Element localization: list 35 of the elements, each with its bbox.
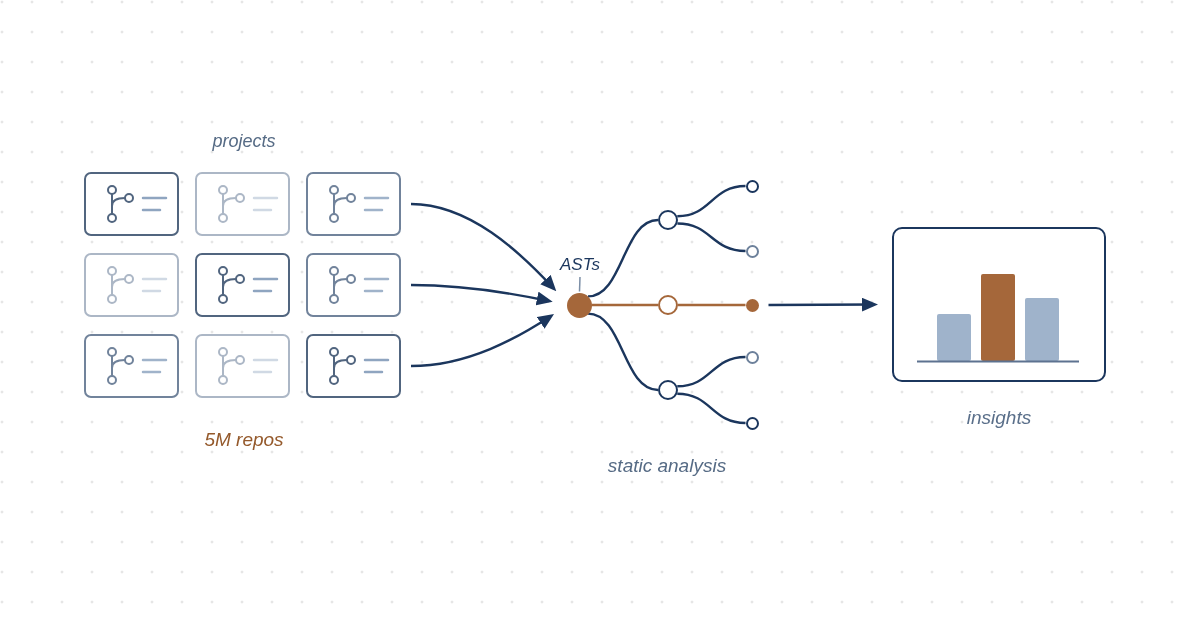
branch-node xyxy=(658,295,678,315)
leader-line xyxy=(578,276,581,293)
branch-line xyxy=(587,218,659,298)
leaf-node xyxy=(745,244,759,258)
repository-card xyxy=(306,334,401,398)
repository-card xyxy=(84,172,179,236)
branch-line xyxy=(591,303,658,307)
repository-card xyxy=(306,253,401,317)
branch-line xyxy=(677,392,746,425)
branch-node xyxy=(658,210,678,230)
repository-card xyxy=(84,334,179,398)
stage-caption: static analysis xyxy=(607,453,727,478)
repository-card xyxy=(84,253,179,317)
repository-card xyxy=(306,172,401,236)
arrow xyxy=(768,297,878,312)
branch-line xyxy=(678,303,746,307)
branch-node xyxy=(658,380,678,400)
arrow xyxy=(410,202,557,292)
repository-card xyxy=(195,253,290,317)
leaf-node xyxy=(745,416,759,430)
branch-line xyxy=(587,312,659,392)
repository-card xyxy=(195,334,290,398)
annotation-label: ASTs xyxy=(550,254,610,276)
stage-caption: insights xyxy=(966,405,1032,430)
arrow xyxy=(411,283,553,306)
branch-line xyxy=(677,355,746,388)
branch-line xyxy=(677,222,746,253)
arrow xyxy=(410,314,555,368)
branch-line xyxy=(677,184,746,218)
repository-card xyxy=(195,172,290,236)
group-heading: projects xyxy=(212,129,276,153)
count-caption: 5M repos xyxy=(204,427,284,452)
leaf-node xyxy=(745,179,759,193)
chart-panel xyxy=(892,227,1106,382)
leaf-node xyxy=(745,350,759,364)
